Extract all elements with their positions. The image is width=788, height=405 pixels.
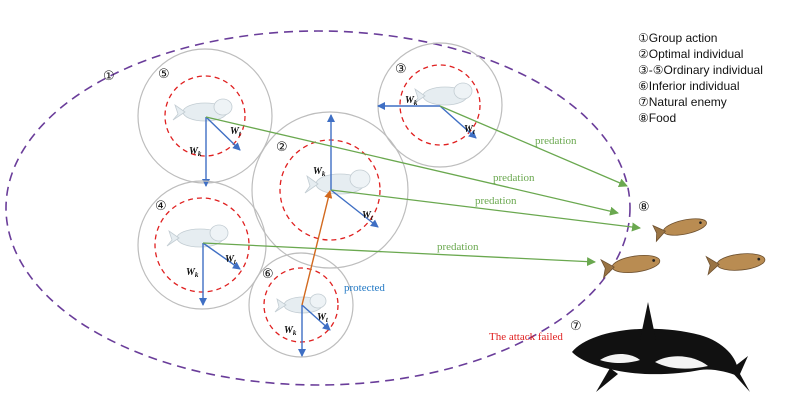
wk-label: Wk [405, 95, 418, 107]
individual-4: ④ Wk Wt [137, 180, 267, 310]
outer-circle [251, 111, 409, 269]
group-number-label: ① [103, 69, 115, 84]
wt-label: Wt [230, 126, 242, 138]
predation-label-4: predation [437, 241, 479, 253]
predation-label-3: predation [535, 135, 577, 147]
attack-failed-label: The attack failed [489, 331, 563, 343]
wt-vector [439, 105, 477, 139]
beluga-icon [304, 169, 371, 195]
fish-icon [600, 255, 661, 279]
outer-circle [137, 180, 267, 310]
wt-label: Wt [225, 254, 237, 266]
wk-label: Wk [189, 146, 202, 158]
individual-5: ⑤ Wk Wt [137, 48, 273, 187]
individual-5-number: ⑤ [158, 67, 170, 82]
svg-text:②Optimal individual: ②Optimal individual [638, 47, 743, 61]
inner-circle [263, 267, 339, 343]
svg-text:⑥Inferior individual: ⑥Inferior individual [638, 79, 739, 93]
legend-item: ⑥Inferior individual [638, 79, 739, 93]
svg-text:①Group action: ①Group action [638, 31, 717, 45]
fish-icon [652, 218, 707, 243]
predation-arrow-4 [202, 242, 596, 267]
wt-label: Wt [317, 312, 329, 324]
svg-text:⑦Natural enemy: ⑦Natural enemy [638, 95, 727, 109]
wt-vector [330, 189, 379, 228]
inner-circle [279, 139, 381, 241]
individual-4-number: ④ [155, 199, 167, 214]
wt-vector [202, 242, 241, 270]
wk-label: Wk [186, 267, 199, 279]
fish-icon [705, 253, 766, 276]
legend-item: ①Group action [638, 31, 717, 45]
svg-text:③-⑤Ordinary individual: ③-⑤Ordinary individual [638, 63, 763, 77]
orca-icon [572, 302, 750, 392]
legend: ①Group action ②Optimal individual ③-⑤Ord… [638, 31, 763, 125]
group-ellipse [5, 30, 631, 386]
wt-label: Wt [362, 210, 374, 222]
legend-item: ⑦Natural enemy [638, 95, 727, 109]
legend-item: ⑧Food [638, 111, 676, 125]
beluga-icon [274, 293, 327, 314]
predation-arrow-5 [205, 116, 619, 216]
beluga-icon [166, 224, 229, 248]
legend-item: ②Optimal individual [638, 47, 743, 61]
predation-label-5: predation [493, 172, 535, 184]
individual-3-number: ③ [395, 62, 407, 77]
wt-vector [301, 304, 331, 331]
individual-6-number: ⑥ [262, 267, 274, 282]
wk-label: Wk [284, 325, 297, 337]
inner-circle [164, 75, 246, 157]
individual-3: ③ Wk Wt [377, 42, 503, 168]
beluga-icon [172, 98, 233, 122]
individual-6: ⑥ Wk Wt [248, 252, 354, 358]
predation-arrow-3 [439, 105, 628, 187]
enemy-number: ⑦ [570, 319, 582, 334]
wt-label: Wt [464, 124, 476, 136]
predation-label-2: predation [475, 195, 517, 207]
legend-item: ③-⑤Ordinary individual [638, 63, 763, 77]
individual-2: ② Wk Wt [251, 111, 409, 269]
individual-2-number: ② [276, 140, 288, 155]
outer-circle [248, 252, 354, 358]
svg-text:⑧Food: ⑧Food [638, 111, 676, 125]
protected-label: protected [344, 282, 385, 294]
wk-label: Wk [313, 166, 326, 178]
inner-circle [399, 64, 481, 146]
beluga-icon [412, 82, 473, 106]
predation-arrow-2 [330, 189, 641, 232]
wt-vector [205, 116, 241, 151]
food-number: ⑧ [638, 200, 650, 215]
